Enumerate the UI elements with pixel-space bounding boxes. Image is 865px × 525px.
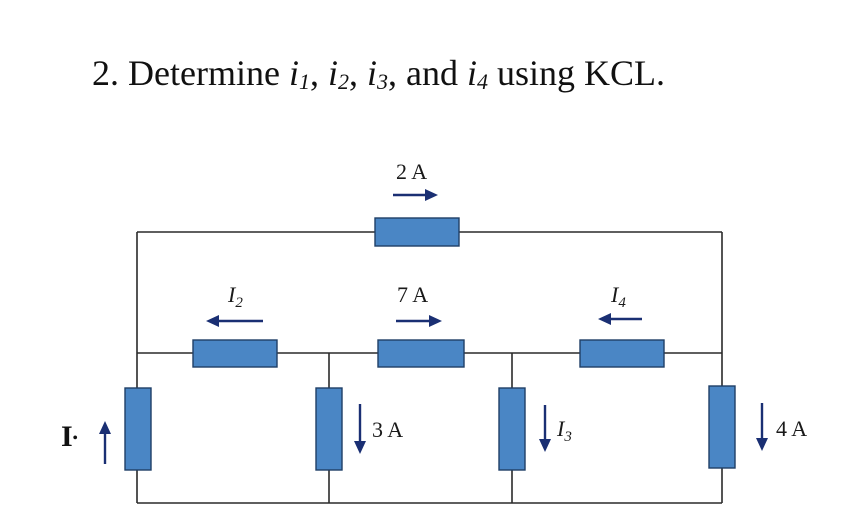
resistor-shunt-3 bbox=[708, 385, 736, 469]
label-left-branch-current: I2 bbox=[227, 282, 243, 311]
problem-number: 2. bbox=[92, 53, 119, 93]
arrow-source-up bbox=[99, 421, 111, 464]
var-i3: i3 bbox=[366, 53, 388, 94]
arrow-top-right bbox=[393, 189, 438, 201]
resistors bbox=[124, 217, 736, 471]
wires bbox=[136, 231, 723, 504]
var-i2: i2 bbox=[327, 53, 349, 94]
arrow-middle-right bbox=[396, 315, 442, 327]
problem-suffix: using KCL. bbox=[496, 53, 665, 93]
resistor-shunt-1 bbox=[315, 387, 343, 471]
resistor-top bbox=[374, 217, 460, 247]
resistor-mid-center bbox=[377, 339, 465, 368]
label-top-current: 2 A bbox=[396, 159, 427, 184]
arrow-shunt2-down bbox=[539, 405, 551, 452]
resistor-mid-right bbox=[579, 339, 665, 368]
arrow-shunt3-down bbox=[756, 403, 768, 451]
label-shunt3-current: 4 A bbox=[776, 416, 807, 441]
resistor-source-left bbox=[124, 387, 152, 471]
label-right-branch-current: I4 bbox=[610, 282, 626, 311]
resistor-mid-left bbox=[192, 339, 278, 368]
resistor-shunt-2 bbox=[498, 387, 526, 471]
label-middle-current: 7 A bbox=[397, 282, 428, 307]
var-i1: i1 bbox=[288, 53, 310, 94]
label-shunt2-current: I3 bbox=[556, 416, 572, 445]
problem-prefix: Determine bbox=[128, 53, 280, 93]
label-shunt1-current: 3 A bbox=[372, 417, 403, 442]
arrow-left-branch-left bbox=[206, 315, 263, 327]
arrow-shunt1-down bbox=[354, 404, 366, 454]
problem-title: 2. Determine i1, i2, i3, and i4 using KC… bbox=[92, 53, 665, 94]
arrow-right-branch-left bbox=[598, 313, 642, 325]
label-source-current: I• bbox=[61, 420, 78, 453]
var-i4: i4 bbox=[466, 53, 488, 94]
